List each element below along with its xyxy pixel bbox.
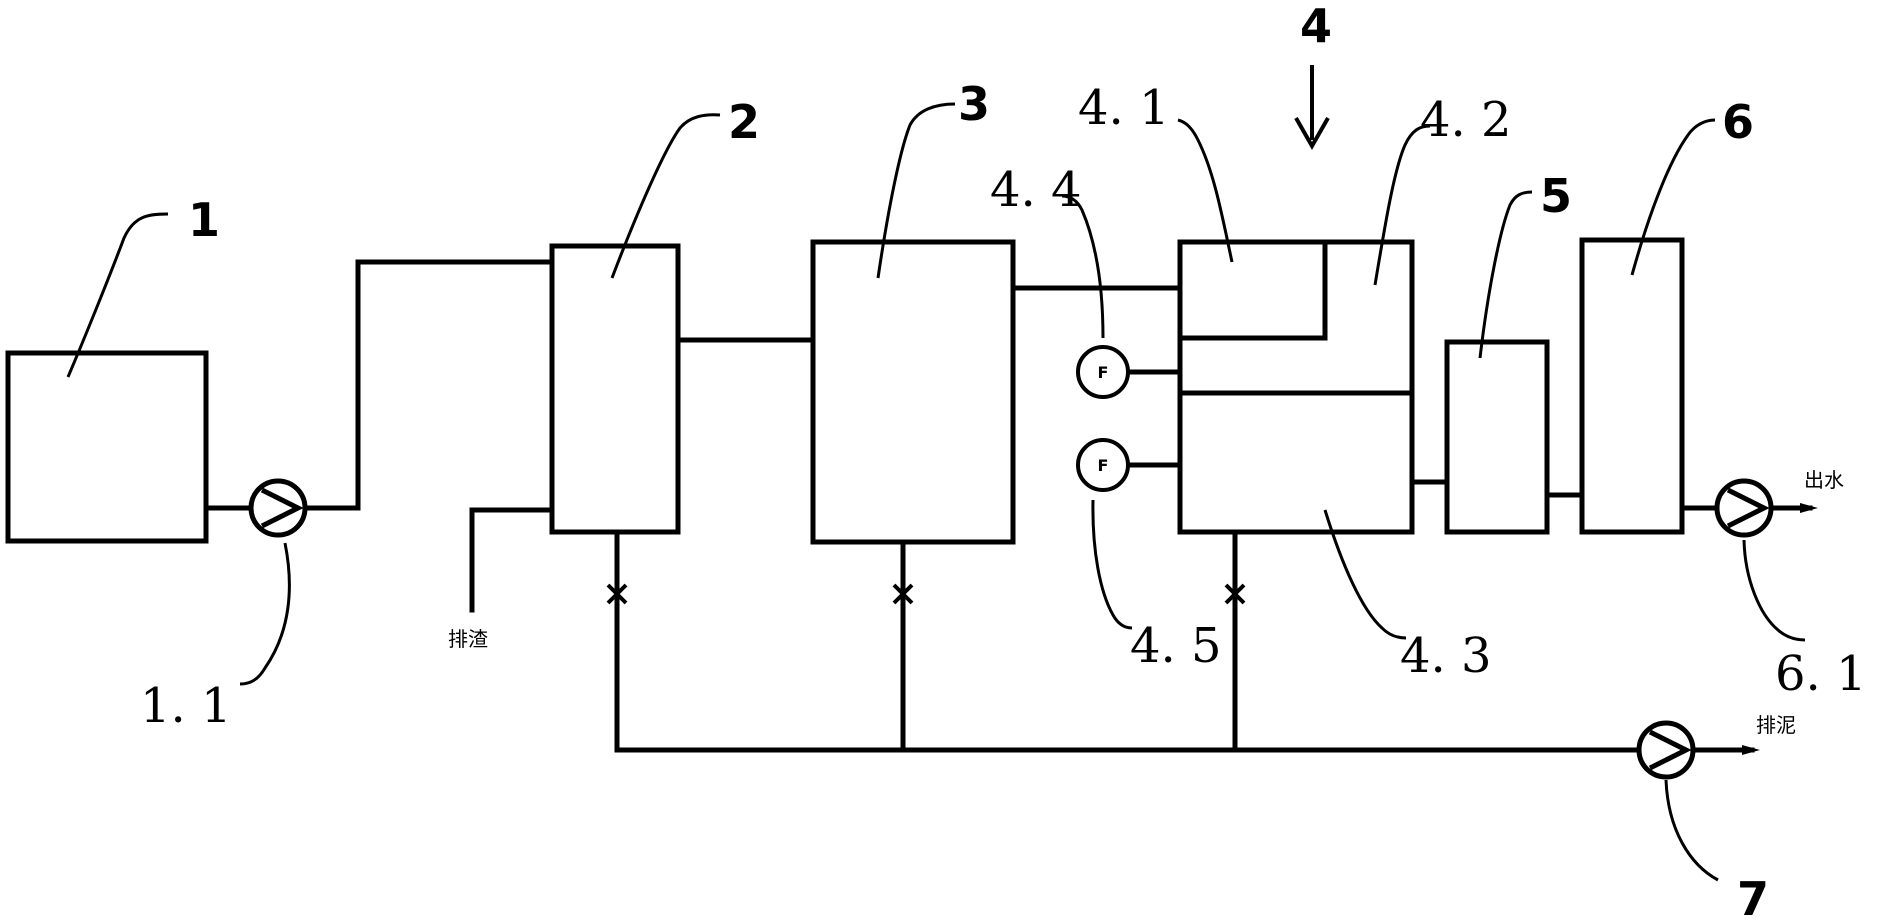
pump-1-1 [248, 478, 308, 538]
label-1-1: 1. 1 [140, 678, 232, 734]
water-outlet-label: 出水 [1804, 468, 1844, 492]
flowmeter-4-5-symbol: F [1098, 456, 1109, 475]
slag-outlet-label: 排渣 [448, 627, 488, 651]
label-4: 4 [1300, 0, 1332, 53]
leader-4-5 [1091, 499, 1133, 630]
valve-3 [892, 583, 914, 605]
label-4-1: 4. 1 [1078, 80, 1170, 136]
unit-2 [549, 243, 681, 535]
leader-1-1 [239, 542, 291, 686]
label-4-5: 4. 5 [1130, 618, 1222, 674]
pump-6-1 [1714, 478, 1774, 538]
leader-6 [1630, 118, 1716, 276]
leader-4-4 [1061, 194, 1105, 339]
pipe-slag-outlet [469, 507, 555, 613]
label-6-1: 6. 1 [1775, 646, 1867, 702]
valve-4 [1224, 583, 1246, 605]
label-3: 3 [958, 77, 990, 131]
flowmeter-4-4-symbol: F [1098, 363, 1109, 382]
label-6: 6 [1722, 95, 1754, 149]
sludge-outlet-arrow [1742, 745, 1760, 755]
leader-2 [610, 113, 721, 279]
label-4-3: 4. 3 [1400, 628, 1492, 684]
water-outlet-arrow [1800, 503, 1818, 513]
arrow-4 [1294, 65, 1330, 151]
label-2: 2 [728, 95, 760, 149]
reactor-4 [1177, 239, 1415, 535]
label-4-4: 4. 4 [990, 162, 1082, 218]
leader-3 [876, 102, 956, 279]
leader-4-2 [1373, 124, 1431, 286]
leader-7 [1664, 779, 1719, 882]
unit-3 [810, 239, 1016, 545]
tank-1 [5, 350, 209, 544]
pump-7 [1636, 720, 1696, 780]
label-1: 1 [188, 193, 220, 247]
sludge-outlet-label: 排泥 [1756, 713, 1796, 737]
flowmeter-4-4: F [1076, 345, 1130, 399]
flowmeter-4-5: F [1076, 438, 1130, 492]
leader-4-3 [1323, 509, 1407, 640]
pipe-pump-1-1-to-2 [304, 259, 555, 511]
leader-1 [66, 212, 169, 378]
valve-2 [606, 583, 628, 605]
leader-4-1 [1177, 118, 1234, 263]
label-5: 5 [1540, 169, 1572, 223]
unit-6 [1579, 237, 1685, 535]
unit-5 [1444, 339, 1550, 535]
label-7: 7 [1737, 872, 1769, 923]
label-4-2: 4. 2 [1420, 92, 1512, 148]
leader-5 [1478, 190, 1533, 359]
leader-6-1 [1742, 539, 1806, 642]
